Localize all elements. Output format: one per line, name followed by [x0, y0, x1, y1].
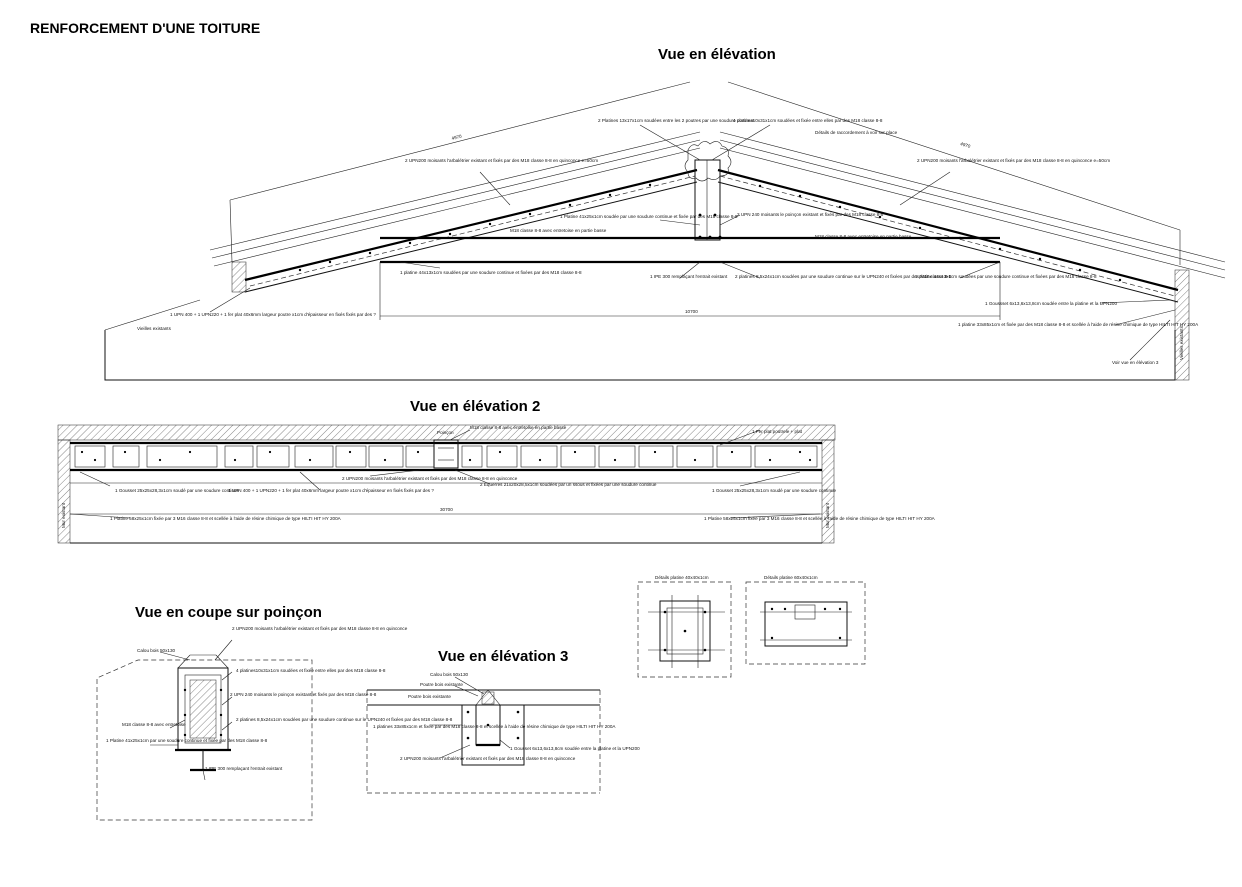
- label-e2-3: Poinçon: [437, 430, 454, 435]
- label-e1-18: Voir vue en élévation 3: [1112, 360, 1159, 365]
- label-e1-12: 2 platines 8,5x24x1cm soudées par une so…: [735, 274, 952, 279]
- king-post-section: [433, 439, 459, 469]
- coupe-drawing: Calou bois 50x130 2 UPN200 moisants l'ar…: [96, 626, 453, 821]
- plate-details: Détails platine 40x40x1cm Détails platin…: [637, 575, 866, 678]
- label-e1-11: 1 IPE 300 remplaçant l'entrait existant: [650, 274, 728, 279]
- view-title-elevation-2: Vue en élévation 2: [410, 398, 541, 415]
- label-e1-8: M18 classe 8-8 avec entretoise en partie…: [510, 228, 607, 233]
- elevation-3-drawing: Calou bois 50x130 Poutre bois existante …: [366, 672, 640, 794]
- elevation-2-bolts: [80, 450, 812, 462]
- elevation-1-drawing: 2 Platines 13x17x1cm soudées entre les 2…: [104, 81, 1226, 381]
- right-wall-hatch: [821, 439, 835, 544]
- view-title-elevation-3: Vue en élévation 3: [438, 648, 569, 665]
- label-e1-4: 2 UPN200 moisants l'arbalétrier existant…: [405, 158, 598, 163]
- plate-40x40: [659, 600, 711, 662]
- elevation-1-bolts: [298, 183, 1122, 282]
- label-e2-6: 2 UPN200 moisants l'arbalétrier existant…: [342, 476, 518, 481]
- label-c-5: M18 classe 8-8 avec entretoise: [122, 722, 186, 727]
- label-e3-4: 1 platines 33x85x1cm et fixée par des M1…: [373, 724, 616, 729]
- label-e1-3: Détails de raccordement à voir sur place: [815, 130, 898, 135]
- label-c-4: 2 UPN 240 moisants le poinçon existant e…: [230, 692, 377, 697]
- label-e2-9: 1 Platine 58x25x1cm fixée par 3 M16 clas…: [110, 516, 342, 521]
- label-e3-3: Poutre bois existante: [408, 694, 451, 699]
- label-e3-6: 2 UPN200 moisants l'arbalétrier existant…: [400, 756, 576, 761]
- label-e1-16: 1 Goussset 6x13,6x13,8cm soudée entre la…: [985, 301, 1117, 306]
- elevation-2-drawing: M18 classe 8-8 avec entretoise en partie…: [57, 424, 936, 544]
- label-c-7: 1 Platine 41x25x1cm par une soudure cont…: [106, 738, 268, 743]
- detail-plate-1-title: Détails platine 40x40x1cm: [655, 575, 709, 580]
- label-c-6: 2 platines 8,5x24x1cm soudées par une so…: [236, 717, 453, 722]
- label-e1-10: 1 platine 44x13x1cm soudées par une soud…: [400, 270, 582, 275]
- dim-span: 10700: [685, 309, 698, 314]
- label-e1-13: 1 platine 44x13x1cm soudées par une soud…: [915, 274, 1097, 279]
- label-e1-2: 4 platines10x31x1cm soudées et fixée ent…: [733, 118, 883, 123]
- wood-block-hatch: [481, 691, 495, 705]
- label-e2-12: Mur existant: [825, 502, 830, 528]
- left-wall-hatch: [57, 439, 71, 544]
- label-e1-7: 2 UPN 240 moisants le poinçon existant e…: [737, 212, 884, 217]
- label-c-1: Calou bois 50x130: [137, 648, 175, 653]
- label-c-3: 4 platines10x31x1cm soudées et fixée ent…: [236, 668, 386, 673]
- label-e2-5: 1 UPN 400 + 1 UPN220 + 1 fer plat 40x6mm…: [228, 488, 434, 493]
- page-title: RENFORCEMENT D'UNE TOITURE: [30, 20, 261, 36]
- label-e2-2: 1 Fer plat poutrele + plat: [752, 429, 803, 434]
- label-e1-19: Vieilles existants: [1179, 325, 1184, 360]
- label-e2-10: 1 Platine 58x25x1cm fixée par 3 M16 clas…: [704, 516, 936, 521]
- label-e2-8: 1 Gousset 25x25x28,3x1cm soudé par une s…: [712, 488, 837, 493]
- view-title-elevation-1: Vue en élévation: [658, 46, 776, 63]
- label-e1-14: 1 UPN 400 + 1 UPN220 + 1 fer plat 40x6mm…: [170, 312, 376, 317]
- wood-core-hatch: [189, 679, 217, 739]
- label-e2-1: M18 classe 8-8 avec entretoise en partie…: [470, 425, 567, 430]
- label-e3-5: 1 Gousset 6x13,6x13,8cm soudée entre la …: [510, 746, 640, 751]
- label-c-2: 2 UPN200 moisants l'arbalétrier existant…: [232, 626, 408, 631]
- label-e1-17: 1 platine 33x85x1cm et fixée par des M18…: [958, 322, 1199, 327]
- label-e3-2: Poutre bois existante: [420, 682, 463, 687]
- label-e1-5: 2 UPN200 moisants l'arbalétrier existant…: [917, 158, 1110, 163]
- label-e1-9: M18 classe 8-8 avec entretoise en partie…: [815, 234, 912, 239]
- label-e2-4: 1 Gousset 25x25x28,3x1cm soudé par une s…: [115, 488, 240, 493]
- label-e1-6: 1 Platine 41x25x1cm soudée par une soudu…: [560, 214, 738, 219]
- dim-right-rafter: 4970: [960, 141, 972, 149]
- plate-60x40: [764, 601, 848, 647]
- detail-plate-2-title: Détails platine 60x40x1cm: [764, 575, 818, 580]
- label-e1-15: Vieilles existants: [137, 326, 172, 331]
- label-e1-1: 2 Platines 13x17x1cm soudées entre les 2…: [598, 118, 755, 123]
- dim-left-rafter: 4970: [451, 134, 463, 141]
- label-e3-1: Calou bois 50x130: [430, 672, 468, 677]
- left-support-hatch: [231, 261, 247, 293]
- dim-span-2: 30700: [440, 507, 453, 512]
- label-c-8: 1 IPE 300 remplaçant l'entrait existant: [205, 766, 283, 771]
- label-e2-7: 2 Equerres 21x20x28,5x1cm soudées par un…: [480, 482, 657, 487]
- view-title-coupe: Vue en coupe sur poinçon: [135, 604, 322, 621]
- label-e2-11: Mur existant: [61, 502, 66, 528]
- king-post: [694, 159, 721, 241]
- right-wall-hatch: [1174, 269, 1190, 381]
